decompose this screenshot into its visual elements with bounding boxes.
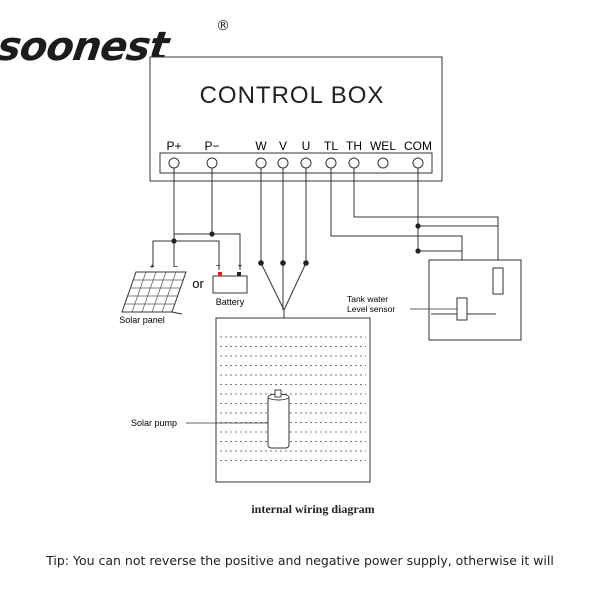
battery-label: Battery bbox=[216, 297, 245, 307]
control-box-title: CONTROL BOX bbox=[200, 82, 385, 109]
sensor-label-line1: Tank water bbox=[347, 294, 388, 304]
water-lines bbox=[220, 336, 366, 461]
or-label: or bbox=[192, 276, 204, 291]
wire-p-minus bbox=[173, 168, 213, 267]
solar-panel-label: Solar panel bbox=[119, 315, 165, 325]
junction-dot bbox=[209, 231, 215, 237]
wire-w bbox=[260, 168, 285, 311]
solar-pump-body bbox=[267, 395, 290, 449]
terminal-strip bbox=[159, 152, 433, 174]
terminal-com bbox=[412, 157, 424, 169]
battery-terminal-black bbox=[237, 272, 241, 276]
well-outline bbox=[215, 317, 371, 483]
soonest-logo: soonest ® bbox=[0, 18, 230, 70]
junction-dot bbox=[415, 223, 421, 229]
battery-plus-label: + bbox=[238, 261, 243, 270]
terminal-label-v: V bbox=[279, 139, 287, 153]
battery-terminal-red bbox=[218, 272, 222, 276]
logo-wordmark: soonest bbox=[0, 24, 174, 70]
tank-outline bbox=[428, 259, 522, 341]
solar-panel: + − Solar panel bbox=[119, 262, 187, 325]
junction-dot bbox=[415, 248, 421, 254]
solar-panel-stand bbox=[171, 311, 183, 315]
low-level-sensor bbox=[456, 297, 468, 321]
battery: − + Battery bbox=[212, 261, 248, 307]
tip-text: Tip: You can not reverse the positive an… bbox=[46, 553, 554, 568]
solar-panel-grid bbox=[125, 271, 183, 313]
terminal-circles bbox=[168, 157, 424, 169]
wire-p-plus-battery bbox=[174, 240, 220, 270]
junction-dot bbox=[258, 260, 264, 266]
terminal-wel bbox=[377, 157, 389, 169]
terminal-v bbox=[277, 157, 289, 169]
panel-minus-label: − bbox=[174, 262, 179, 271]
panel-plus-label: + bbox=[150, 262, 155, 271]
high-level-sensor bbox=[492, 267, 504, 295]
battery-minus-label: − bbox=[216, 261, 221, 270]
junction-dot bbox=[171, 238, 177, 244]
well: Solar pump bbox=[131, 317, 371, 483]
junction-dots bbox=[171, 223, 421, 266]
wire-u bbox=[283, 168, 307, 311]
terminal-label-p-minus: P− bbox=[204, 139, 219, 153]
terminal-label-u: U bbox=[302, 139, 311, 153]
terminal-label-p-plus: P+ bbox=[166, 139, 181, 153]
terminal-p-plus bbox=[168, 157, 180, 169]
terminal-label-w: W bbox=[255, 139, 267, 153]
terminal-th bbox=[348, 157, 360, 169]
terminal-label-tl: TL bbox=[324, 139, 338, 153]
junction-dot bbox=[303, 260, 309, 266]
solar-pump-outlet bbox=[274, 389, 282, 398]
terminal-p-minus bbox=[206, 157, 218, 169]
junction-dot bbox=[280, 260, 286, 266]
wire-p-plus bbox=[152, 168, 175, 267]
terminal-label-th: TH bbox=[346, 139, 362, 153]
terminal-tl bbox=[325, 157, 337, 169]
wire-p-minus-battery bbox=[212, 233, 241, 270]
sensor-label-line2: Level sensor bbox=[347, 304, 395, 314]
wire-th bbox=[353, 168, 499, 268]
terminal-label-wel: WEL bbox=[370, 139, 396, 153]
registered-mark: ® bbox=[216, 18, 230, 34]
solar-pump-label: Solar pump bbox=[131, 418, 177, 428]
battery-body bbox=[212, 275, 248, 294]
terminal-label-com: COM bbox=[404, 139, 432, 153]
terminal-w bbox=[255, 157, 267, 169]
water-tank: Tank water Level sensor bbox=[347, 259, 522, 341]
terminal-u bbox=[300, 157, 312, 169]
diagram-caption: internal wiring diagram bbox=[251, 502, 374, 516]
